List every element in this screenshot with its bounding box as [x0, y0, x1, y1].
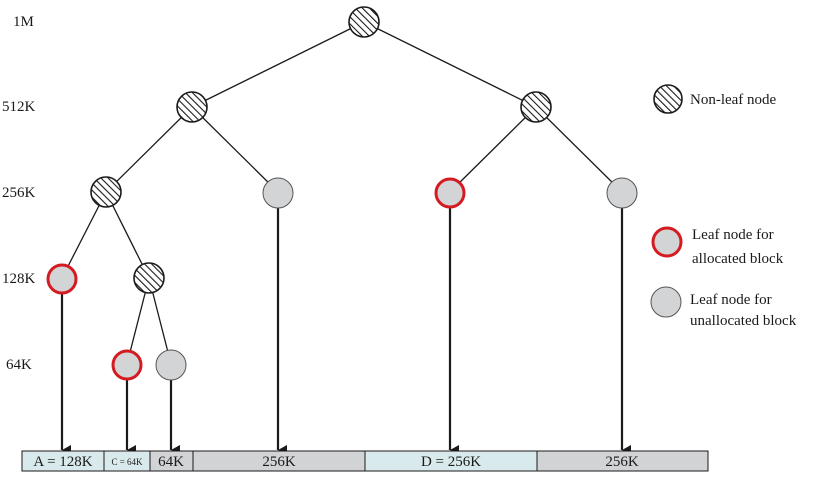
edge-root-right: [363, 21, 537, 108]
edge-256a-128a: [61, 191, 107, 279]
legend-nonleaf-icon: [653, 84, 683, 114]
tree-nodes: [46, 6, 638, 381]
memory-label-d: D = 256K: [421, 454, 481, 470]
memory-label-64k: 64K: [158, 454, 184, 470]
legend-allocated-label-line2: allocated block: [692, 251, 784, 267]
memory-label-256k-right: 256K: [605, 454, 639, 470]
node-256k-c-allocated: [434, 177, 466, 209]
level-label-64k: 64K: [6, 357, 32, 373]
memory-label-256k-left: 256K: [262, 454, 296, 470]
edge-512l-256a: [105, 106, 193, 193]
node-64k-b-unallocated: [155, 349, 187, 381]
node-128k-b: [133, 262, 165, 294]
node-512k-right: [520, 91, 552, 123]
leaf-arrows: [60, 208, 631, 455]
edge-512l-256b: [191, 106, 279, 193]
node-256k-d-unallocated: [606, 177, 638, 209]
level-label-1m: 1M: [13, 14, 34, 30]
legend-unallocated-label-line1: Leaf node for: [690, 292, 772, 308]
legend-nonleaf-label: Non-leaf node: [690, 92, 777, 108]
legend-unallocated-icon: [650, 286, 682, 318]
level-label-512k: 512K: [2, 99, 36, 115]
node-root-1m: [348, 6, 380, 38]
legend-allocated-icon: [651, 226, 683, 258]
edge-root-left: [191, 21, 365, 108]
node-64k-a-allocated: [111, 349, 143, 381]
node-128k-a-allocated: [46, 263, 78, 295]
node-256k-b-unallocated: [262, 177, 294, 209]
edge-256a-128b: [105, 191, 150, 279]
memory-bar: A = 128K C = 64K 64K 256K D = 256K 256K: [21, 450, 709, 472]
legend-allocated-label-line1: Leaf node for: [692, 227, 774, 243]
memory-label-c: C = 64K: [111, 457, 143, 467]
level-label-256k: 256K: [2, 185, 36, 201]
node-256k-a: [90, 176, 122, 208]
edge-512r-256c: [449, 106, 537, 193]
node-512k-left: [176, 91, 208, 123]
memory-label-a: A = 128K: [33, 454, 92, 470]
level-label-128k: 128K: [2, 271, 36, 287]
memory-block-256k-free-right: [536, 450, 709, 472]
legend: Non-leaf node Leaf node for allocated bl…: [650, 84, 797, 329]
legend-unallocated-label-line2: unallocated block: [690, 313, 797, 329]
tree-edges: [61, 21, 623, 365]
edge-512r-256d: [535, 106, 623, 193]
